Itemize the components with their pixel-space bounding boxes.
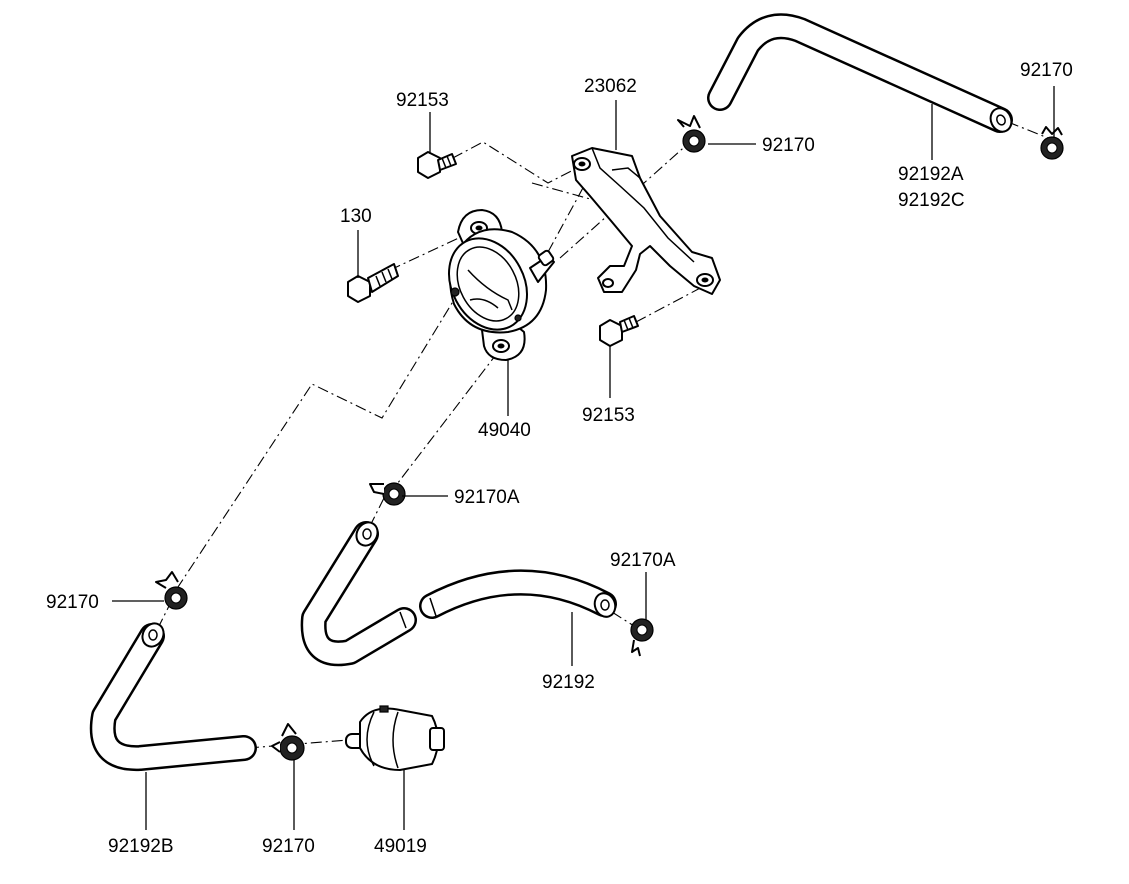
- hose-92192b: [89, 622, 257, 772]
- label-92170-top-mid: 92170: [762, 135, 815, 156]
- label-92192a: 92192A: [898, 164, 964, 185]
- hose-92192a: [707, 13, 1013, 133]
- clamp-92170-left: [155, 571, 188, 610]
- label-92192: 92192: [542, 672, 595, 693]
- label-92192c: 92192C: [898, 190, 965, 211]
- part-labels: 92153 23062 92170 92170 92192A 92192C 13…: [46, 60, 1073, 857]
- bolt-130: [347, 263, 399, 303]
- label-130: 130: [340, 206, 372, 227]
- label-23062: 23062: [584, 76, 637, 97]
- hose-92192: [300, 521, 617, 667]
- label-92153-bottom: 92153: [582, 405, 635, 426]
- label-92170-bottom: 92170: [262, 836, 315, 857]
- assembly-lines: [157, 121, 1049, 749]
- clamp-92170a-right: [630, 618, 654, 657]
- clamp-92170-top-right: [1040, 126, 1064, 160]
- filter-49019: [345, 705, 445, 771]
- bolt-92153-top: [417, 151, 457, 179]
- bracket-23062: [571, 147, 721, 295]
- label-92170a-upper: 92170A: [454, 487, 520, 508]
- label-49019: 49019: [374, 836, 427, 857]
- leader-lines: [112, 86, 1055, 830]
- label-92170-top-right: 92170: [1020, 60, 1073, 81]
- clamp-92170-bottom: [271, 723, 305, 761]
- clamp-92170a-upper: [369, 482, 406, 506]
- label-92170a-right: 92170A: [610, 550, 676, 571]
- pump-49040: [448, 209, 555, 361]
- label-49040: 49040: [478, 420, 531, 441]
- clamp-92170-top-mid: [677, 115, 706, 153]
- label-92170-left: 92170: [46, 592, 99, 613]
- label-92153-top: 92153: [396, 90, 449, 111]
- label-92192b: 92192B: [108, 836, 174, 857]
- bolt-92153-bottom: [599, 315, 639, 347]
